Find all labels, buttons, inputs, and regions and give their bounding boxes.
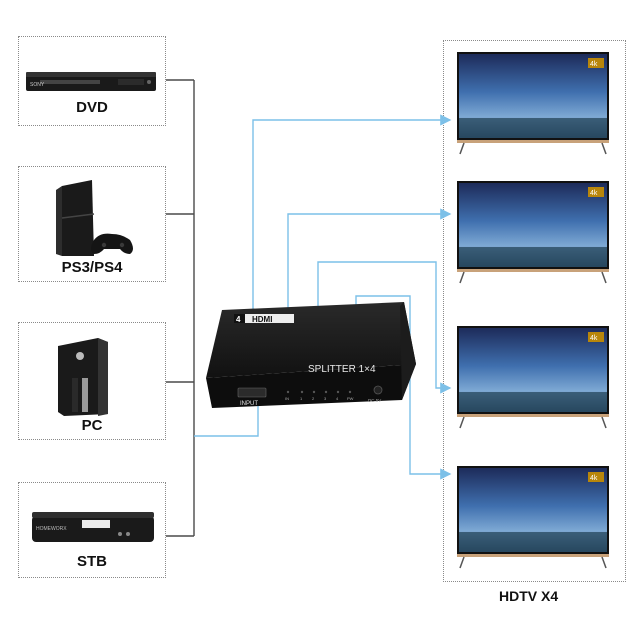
splitter-brand: HDMI (252, 315, 272, 324)
pc-tower-icon (58, 338, 108, 416)
tv-1: 4k (457, 52, 609, 155)
source-label-pc: PC (81, 417, 103, 434)
source-box-stb: STB (18, 482, 166, 578)
stb-icon: HOMEWORX (32, 512, 154, 542)
dvd-brand: SONY (30, 82, 45, 88)
tv-1-badge: 4k (590, 61, 598, 68)
tv-group-label: HDTV X4 (499, 588, 559, 604)
port-label-4: 4 (336, 396, 339, 401)
input-connector (194, 404, 259, 437)
stb-brand: HOMEWORX (36, 526, 67, 532)
port-label-pw: PW (347, 396, 354, 401)
port-label-1: 1 (300, 396, 303, 401)
port-label-3: 3 (324, 396, 327, 401)
tv-2-badge: 4k (590, 190, 598, 197)
ps4-console-icon (56, 180, 133, 256)
source-label-stb: STB (77, 553, 107, 570)
source-label-ps: PS3/PS4 (61, 259, 123, 276)
splitter-model: SPLITTER 1×4 (308, 364, 376, 375)
dvd-player-icon: SONY (26, 72, 156, 91)
output-connectors (252, 114, 452, 480)
source-label-dvd: DVD (76, 99, 108, 116)
splitter-power-label: DC 5V (368, 398, 381, 403)
port-label-in: IN (285, 396, 289, 401)
tv-group-box (443, 40, 626, 582)
splitter-leds (286, 390, 352, 394)
tv-4-badge: 4k (590, 475, 598, 482)
tv-2: 4k (457, 181, 609, 284)
tv-3: 4k (457, 326, 609, 429)
splitter-badge: 4 (236, 315, 241, 324)
tv-4: 4k (457, 466, 609, 569)
source-box-pc: PC (18, 322, 166, 440)
tv-3-badge: 4k (590, 335, 598, 342)
source-box-ps: PS3/PS4 (18, 166, 166, 282)
source-box-dvd: DVD (18, 36, 166, 126)
hdmi-splitter-device: 4 HDMI SPLITTER 1×4 INPUT IN 1 2 3 4 PW … (206, 302, 416, 408)
port-label-2: 2 (312, 396, 315, 401)
splitter-input-label: INPUT (240, 401, 258, 407)
source-connectors (166, 79, 195, 537)
